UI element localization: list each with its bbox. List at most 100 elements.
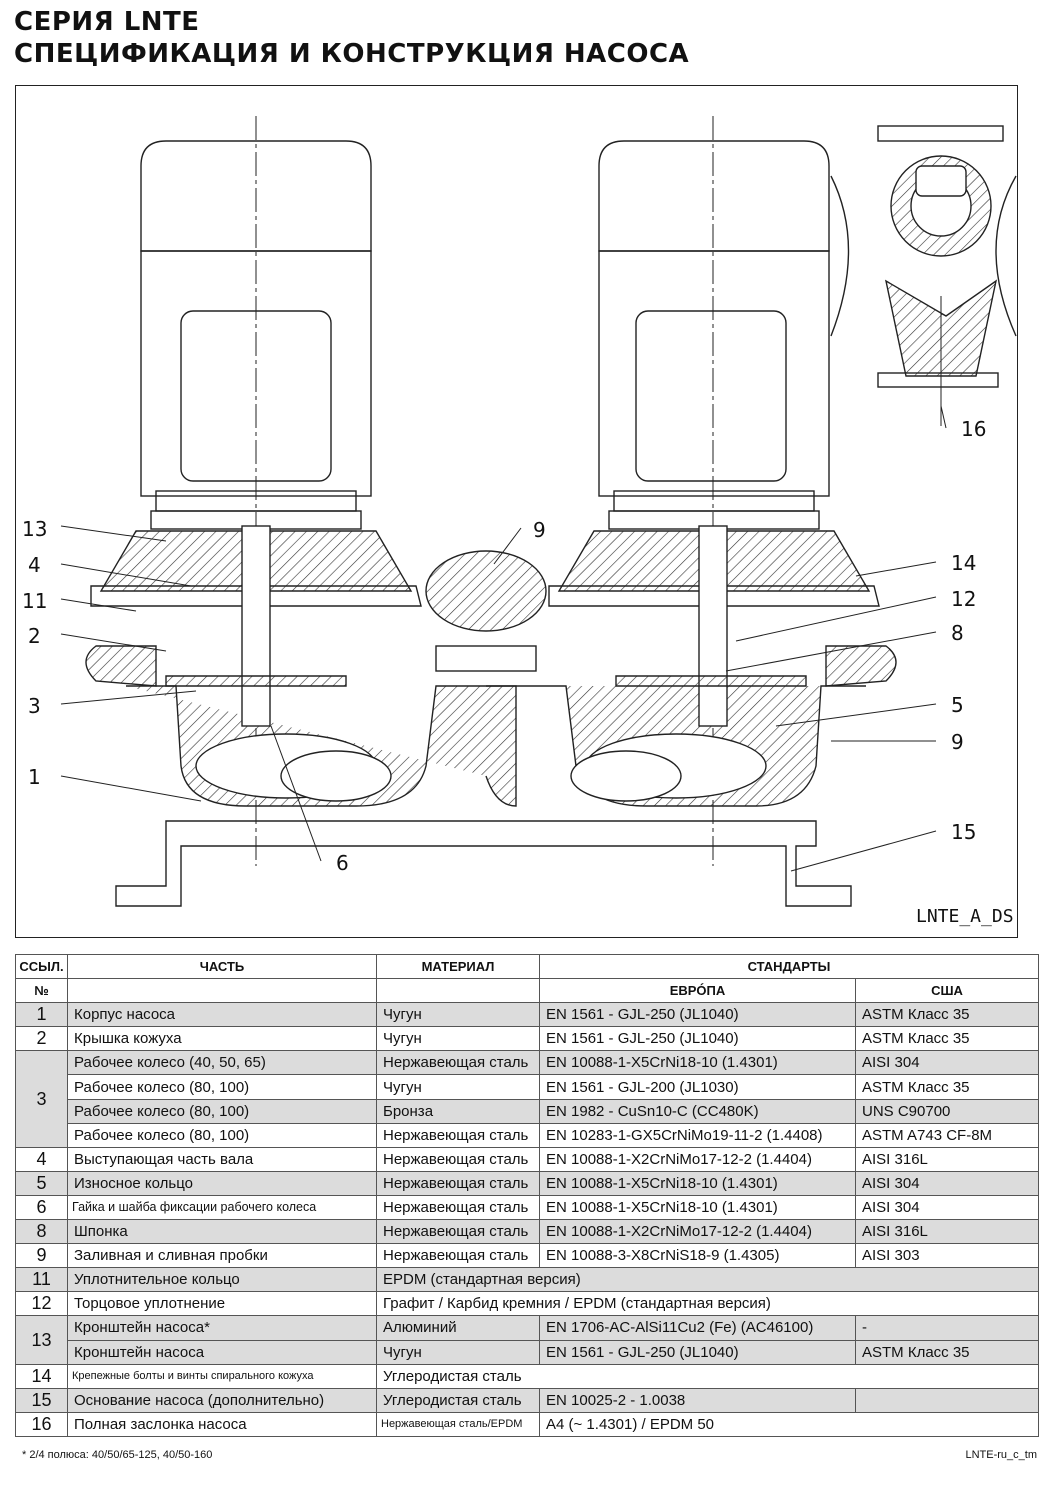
callout-13: 13 [22, 517, 47, 541]
part-cell: Гайка и шайба фиксации рабочего колеса [67, 1194, 377, 1221]
ref-cell: 14 [15, 1363, 68, 1389]
pump-cross-section-drawing: 13 4 11 2 3 1 6 9 14 12 8 5 9 15 16 LNTE… [15, 85, 1018, 938]
eu-cell: EN 10025-2 - 1.0038 [539, 1387, 856, 1413]
callout-12: 12 [951, 587, 976, 611]
table-row: Рабочее колесо (80, 100) Чугун EN 1561 -… [16, 1074, 1039, 1100]
material-cell: Нержавеющая сталь/EPDM [376, 1411, 540, 1437]
material-cell: Нержавеющая сталь [376, 1243, 540, 1269]
header-part: ЧАСТЬ [67, 953, 377, 980]
table-row: 9 Заливная и сливная пробки Нержавеющая … [15, 1243, 1039, 1269]
us-cell: ASTM Класс 35 [855, 1002, 1039, 1028]
part-cell: Корпус насоса [67, 1002, 377, 1028]
callout-2: 2 [28, 624, 41, 648]
material-cell: Чугун [376, 1002, 540, 1028]
specification-table: ССЫЛ. ЧАСТЬ МАТЕРИАЛ СТАНДАРТЫ № ЕВРÓПА … [15, 953, 1039, 1437]
table-row: Рабочее колесо (80, 100) Нержавеющая ста… [16, 1122, 1039, 1148]
us-cell: AISI 316L [855, 1146, 1039, 1172]
us-cell: ASTM Класс 35 [855, 1339, 1039, 1365]
material-cell: Графит / Карбид кремния / EPDM (стандарт… [376, 1291, 1039, 1317]
base-frame [115, 820, 852, 907]
eu-cell: EN 1706-AC-AlSi11Cu2 (Fe) (AC46100) [539, 1315, 856, 1341]
part-cell: Крышка кожуха [67, 1026, 377, 1052]
part-cell: Крепежные болты и винты спирального кожу… [67, 1363, 377, 1389]
ref-cell: 12 [15, 1291, 68, 1317]
material-cell: Нержавеющая сталь [376, 1122, 540, 1148]
material-cell: Алюминий [376, 1315, 540, 1341]
ref-cell: 2 [15, 1026, 68, 1052]
header-usa: США [855, 978, 1039, 1004]
callout-8: 8 [951, 621, 964, 645]
us-cell: ASTM Класс 35 [855, 1074, 1039, 1100]
right-motor-cover [598, 140, 830, 252]
right-motor-body [598, 250, 830, 497]
ref-cell: 3 [15, 1050, 68, 1148]
callout-5: 5 [951, 693, 964, 717]
ref-cell: 9 [15, 1243, 68, 1269]
material-cell: Бронза [376, 1098, 540, 1124]
right-terminal-box [635, 310, 787, 482]
ref-cell: 5 [15, 1170, 68, 1196]
table-row: 11 Уплотнительное кольцо EPDM (стандартн… [15, 1267, 1039, 1293]
eu-cell: EN 1561 - GJL-200 (JL1030) [539, 1074, 856, 1100]
title-line-1: СЕРИЯ LNTE [14, 7, 200, 37]
eu-cell: A4 (~ 1.4301) / EPDM 50 [539, 1411, 1039, 1437]
eu-cell: EN 10283-1-GX5CrNiMo19-11-2 (1.4408) [539, 1122, 856, 1148]
part-cell: Кронштейн насоса [67, 1339, 377, 1365]
us-cell: AISI 304 [855, 1170, 1039, 1196]
table-row: 14 Крепежные болты и винты спирального к… [15, 1363, 1039, 1389]
eu-cell: EN 1561 - GJL-250 (JL1040) [539, 1339, 856, 1365]
eu-cell: EN 10088-1-X2CrNiMo17-12-2 (1.4404) [539, 1146, 856, 1172]
material-cell: Нержавеющая сталь [376, 1146, 540, 1172]
material-cell: Чугун [376, 1074, 540, 1100]
eu-cell: EN 10088-1-X5CrNi18-10 (1.4301) [539, 1194, 856, 1221]
drawing-code: LNTE_A_DS [916, 906, 1014, 927]
header-europe: ЕВРÓПА [539, 978, 856, 1004]
ref-cell: 4 [15, 1146, 68, 1172]
us-cell: AISI 316L [855, 1219, 1039, 1245]
table-row: 16 Полная заслонка насоса Нержавеющая ст… [15, 1411, 1039, 1437]
table-row: Рабочее колесо (80, 100) Бронза EN 1982 … [16, 1098, 1039, 1124]
material-cell: Углеродистая сталь [376, 1387, 540, 1413]
callout-4: 4 [28, 553, 41, 577]
drawing-svg: 13 4 11 2 3 1 6 9 14 12 8 5 9 15 16 LNTE… [22, 116, 1017, 927]
material-cell: Нержавеющая сталь [376, 1194, 540, 1221]
us-cell: AISI 303 [855, 1243, 1039, 1269]
header-standards: СТАНДАРТЫ [539, 953, 1039, 980]
table-row: 3 Рабочее колесо (40, 50, 65) Нержавеюща… [15, 1050, 1039, 1148]
table-row: 5 Износное кольцо Нержавеющая сталь EN 1… [15, 1170, 1039, 1196]
material-cell: Нержавеющая сталь [376, 1219, 540, 1245]
ref-cell: 16 [15, 1411, 68, 1437]
header-material-empty [376, 978, 540, 1004]
table-row: 6 Гайка и шайба фиксации рабочего колеса… [15, 1194, 1039, 1221]
callout-6: 6 [336, 851, 349, 875]
eu-cell: EN 1561 - GJL-250 (JL1040) [539, 1026, 856, 1052]
material-cell: Чугун [376, 1026, 540, 1052]
eu-cell: EN 10088-1-X5CrNi18-10 (1.4301) [539, 1050, 856, 1076]
part-cell: Рабочее колесо (80, 100) [67, 1122, 377, 1148]
table-row: 12 Торцовое уплотнение Графит / Карбид к… [15, 1291, 1039, 1317]
header-material: МАТЕРИАЛ [376, 953, 540, 980]
footer-code: LNTE-ru_c_tm [965, 1449, 1037, 1461]
part-cell: Полная заслонка насоса [67, 1411, 377, 1437]
ref-cell: 6 [15, 1194, 68, 1221]
part-cell: Уплотнительное кольцо [67, 1267, 377, 1293]
ref-cell: 13 [15, 1315, 68, 1365]
table-row: Кронштейн насоса Чугун EN 1561 - GJL-250… [16, 1339, 1039, 1365]
title-line-2: СПЕЦИФИКАЦИЯ И КОНСТРУКЦИЯ НАСОСА [14, 39, 690, 69]
callout-3: 3 [28, 694, 41, 718]
callout-9-top: 9 [533, 518, 546, 542]
table-row: 13 Кронштейн насоса* Алюминий EN 1706-AC… [15, 1315, 1039, 1365]
part-cell: Заливная и сливная пробки [67, 1243, 377, 1269]
table-row: 1 Корпус насоса Чугун EN 1561 - GJL-250 … [15, 1002, 1039, 1028]
eu-cell: EN 10088-1-X2CrNiMo17-12-2 (1.4404) [539, 1219, 856, 1245]
callout-9-right: 9 [951, 730, 964, 754]
us-cell: UNS C90700 [855, 1098, 1039, 1124]
part-cell: Торцовое уплотнение [67, 1291, 377, 1317]
ref-cell: 11 [15, 1267, 68, 1293]
eu-cell: EN 10088-1-X5CrNi18-10 (1.4301) [539, 1170, 856, 1196]
specification-table-wrapper: ССЫЛ. ЧАСТЬ МАТЕРИАЛ СТАНДАРТЫ № ЕВРÓПА … [15, 953, 1039, 1437]
ref-cell: 8 [15, 1219, 68, 1245]
eu-cell: EN 1561 - GJL-250 (JL1040) [539, 1002, 856, 1028]
header-ref-top: ССЫЛ. [15, 953, 68, 980]
eu-cell: EN 10088-3-X8CrNiS18-9 (1.4305) [539, 1243, 856, 1269]
